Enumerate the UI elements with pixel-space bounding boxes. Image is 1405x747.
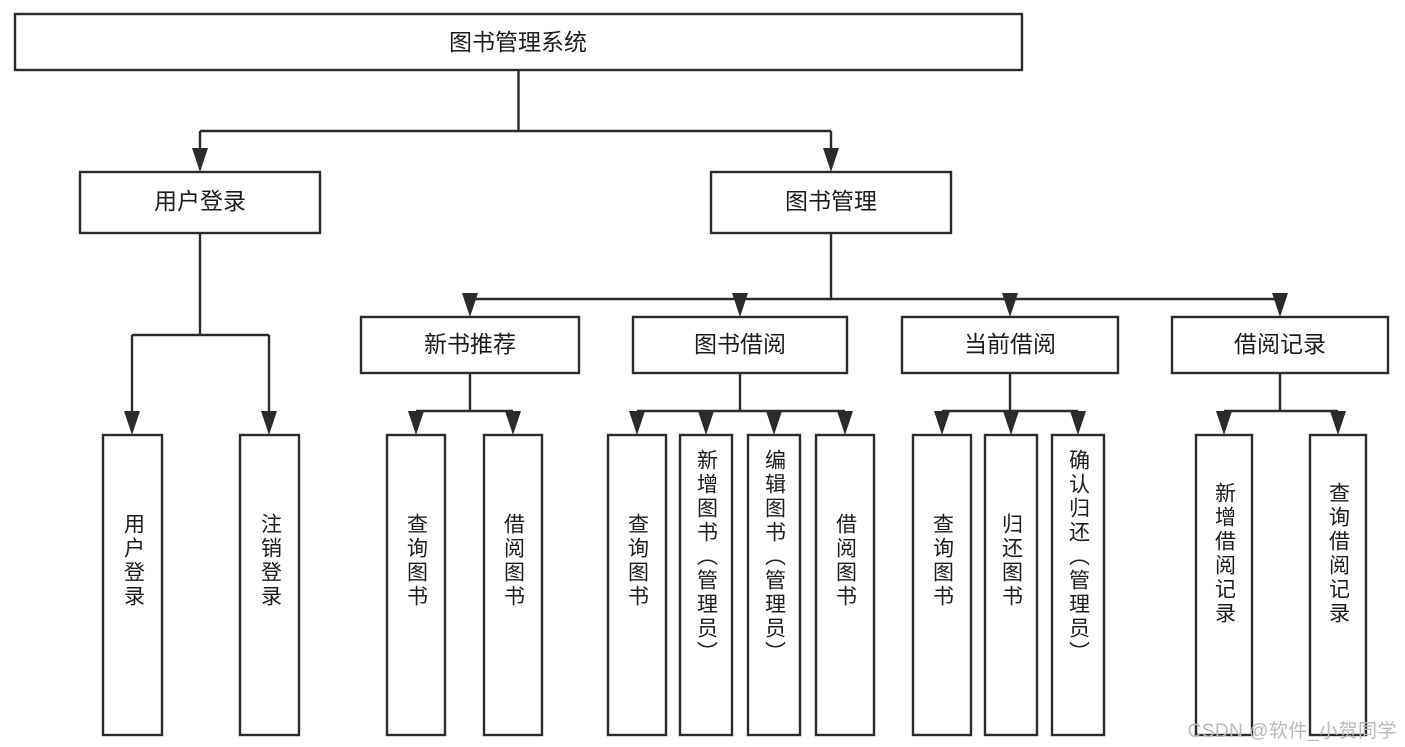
node-leaf-query-book-current-label: 查询图书 (931, 513, 955, 609)
node-borrow-record-label: 借阅记录 (1234, 331, 1326, 357)
edge-user-login-to-leaves (130, 233, 271, 417)
node-leaf-borrow-book[interactable]: 借阅图书 (814, 433, 876, 737)
arrow-to-leaf-query-book-rec (408, 411, 424, 435)
node-leaf-add-book[interactable]: 新增图书（管理员） (678, 433, 734, 737)
node-leaf-add-book-label: 新增图书（管理员） (695, 449, 719, 665)
node-leaf-logout[interactable]: 注销登录 (238, 433, 301, 737)
node-new-book-recommend-box[interactable] (359, 315, 581, 375)
node-leaf-query-book-current-box[interactable] (911, 433, 973, 737)
node-leaf-query-record[interactable]: 查询借阅记录 (1308, 433, 1368, 737)
node-leaf-add-record-label: 新增借阅记录 (1213, 482, 1237, 626)
edge-book-borrow-to-leaves (637, 373, 845, 413)
arrow-to-leaf-query-record (1330, 411, 1346, 435)
node-borrow-record-box[interactable] (1170, 315, 1390, 375)
arrow-to-leaf-borrow-book-rec (505, 411, 521, 435)
node-leaf-borrow-book-rec-box[interactable] (482, 433, 544, 737)
node-leaf-query-book-current[interactable]: 查询图书 (911, 433, 973, 737)
node-leaf-user-login-box[interactable] (101, 433, 164, 737)
arrow-to-leaf-return-book (1003, 411, 1019, 435)
node-leaf-borrow-book-rec-label: 借阅图书 (502, 513, 526, 609)
arrow-root-to-book-manage (823, 148, 839, 172)
csdn-watermark: CSDN @软件_小贺同学 (1187, 721, 1397, 742)
node-leaf-user-login[interactable]: 用户登录 (101, 433, 164, 737)
node-book-manage-label: 图书管理 (785, 188, 877, 214)
node-leaf-edit-book-box[interactable] (746, 433, 802, 737)
node-leaf-query-book-rec[interactable]: 查询图书 (385, 433, 447, 737)
node-current-borrow-box[interactable] (900, 315, 1120, 375)
arrow-to-leaf-borrow-book (837, 411, 853, 435)
node-new-book-recommend-label: 新书推荐 (424, 331, 516, 357)
node-user-login[interactable]: 用户登录 (78, 170, 322, 235)
node-leaf-add-record-box[interactable] (1194, 433, 1254, 737)
edge-book-manage-to-bus (470, 233, 1280, 301)
node-leaf-query-book-borrow-box[interactable] (606, 433, 668, 737)
node-root-label: 图书管理系统 (449, 29, 587, 55)
arrow-to-leaf-user-login (124, 411, 140, 435)
arrow-to-current-borrow (1002, 293, 1018, 317)
edge-root-to-bus (198, 70, 833, 153)
node-book-borrow[interactable]: 图书借阅 (631, 315, 849, 375)
arrow-to-leaf-add-record (1216, 411, 1232, 435)
arrow-root-to-user-login (192, 148, 208, 172)
node-leaf-confirm-return-label: 确认归还（管理员） (1067, 449, 1091, 665)
node-leaf-add-record[interactable]: 新增借阅记录 (1194, 433, 1254, 737)
node-leaf-query-record-box[interactable] (1308, 433, 1368, 737)
arrow-to-book-borrow (732, 293, 748, 317)
node-leaf-edit-book-label: 编辑图书（管理员） (763, 449, 787, 665)
node-leaf-borrow-book-rec[interactable]: 借阅图书 (482, 433, 544, 737)
node-leaf-query-record-label: 查询借阅记录 (1327, 482, 1351, 626)
node-book-borrow-label: 图书借阅 (694, 331, 786, 357)
node-leaf-confirm-return-box[interactable] (1050, 433, 1106, 737)
node-leaf-add-book-box[interactable] (678, 433, 734, 737)
arrow-to-leaf-logout (261, 411, 277, 435)
connector-layer (124, 70, 1346, 435)
node-leaf-confirm-return[interactable]: 确认归还（管理员） (1050, 433, 1106, 737)
node-leaf-borrow-book-box[interactable] (814, 433, 876, 737)
node-leaf-query-book-rec-box[interactable] (385, 433, 447, 737)
edge-new-book-to-leaves (414, 373, 515, 417)
node-leaf-borrow-book-label: 借阅图书 (834, 513, 858, 609)
node-borrow-record[interactable]: 借阅记录 (1170, 315, 1390, 375)
arrow-to-new-book-recommend (462, 293, 478, 317)
edge-borrow-record-to-leaves (1224, 373, 1338, 413)
arrow-to-borrow-record (1272, 293, 1288, 317)
node-leaf-return-book-label: 归还图书 (1000, 513, 1024, 609)
node-leaf-query-book-rec-label: 查询图书 (405, 513, 429, 609)
node-root-box[interactable] (13, 12, 1024, 72)
node-leaf-user-login-label: 用户登录 (122, 513, 146, 609)
arrow-to-leaf-query-book-borrow (629, 411, 645, 435)
node-leaf-edit-book[interactable]: 编辑图书（管理员） (746, 433, 802, 737)
node-leaf-return-book[interactable]: 归还图书 (983, 433, 1039, 737)
node-leaf-query-book-borrow-label: 查询图书 (626, 513, 650, 609)
node-book-manage[interactable]: 图书管理 (709, 170, 953, 235)
node-leaf-logout-box[interactable] (238, 433, 301, 737)
arrow-to-leaf-confirm-return (1070, 411, 1086, 435)
node-book-manage-box[interactable] (709, 170, 953, 235)
node-root[interactable]: 图书管理系统 (13, 12, 1024, 72)
arrow-to-leaf-add-book (698, 411, 714, 435)
node-current-borrow-label: 当前借阅 (964, 331, 1056, 357)
arrow-to-leaf-edit-book (766, 411, 782, 435)
node-book-borrow-box[interactable] (631, 315, 849, 375)
node-leaf-query-book-borrow[interactable]: 查询图书 (606, 433, 668, 737)
node-current-borrow[interactable]: 当前借阅 (900, 315, 1120, 375)
node-leaf-return-book-box[interactable] (983, 433, 1039, 737)
node-user-login-label: 用户登录 (154, 188, 246, 214)
arrow-to-leaf-query-book-current (934, 411, 950, 435)
edge-current-borrow-to-leaves (942, 373, 1078, 413)
node-leaf-logout-label: 注销登录 (259, 513, 283, 609)
node-new-book-recommend[interactable]: 新书推荐 (359, 315, 581, 375)
node-user-login-box[interactable] (78, 170, 322, 235)
